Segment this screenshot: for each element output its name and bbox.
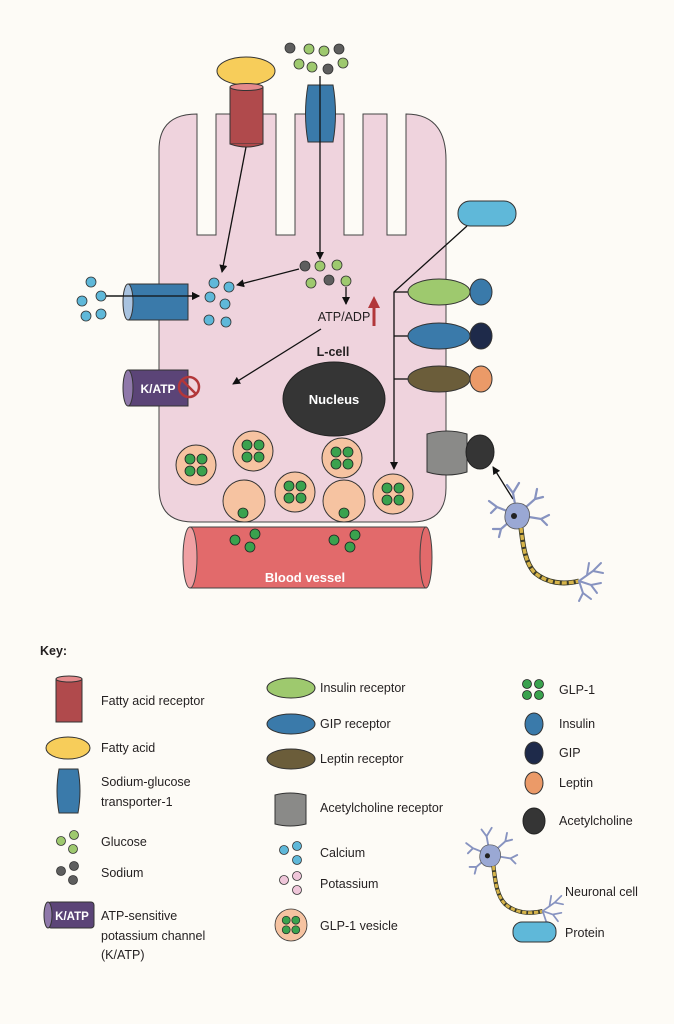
- key-label: Leptin: [559, 776, 593, 790]
- key-calcium-icon: [279, 841, 302, 865]
- key-label: GIP: [559, 746, 581, 760]
- key-label: GLP-1: [559, 683, 595, 697]
- key-label: Fatty acid: [101, 741, 155, 755]
- key-label: potassium channel: [101, 929, 205, 943]
- insulin: [469, 278, 493, 306]
- key-potassium-icon: [279, 871, 302, 895]
- key-fatty-acid-icon: [45, 736, 91, 760]
- gip: [469, 322, 493, 350]
- calcium-inside: [203, 277, 235, 328]
- blocked-icon: [177, 375, 201, 399]
- calcium-outside: [76, 276, 107, 322]
- acetylcholine-receptor: [426, 430, 468, 476]
- key-label: GIP receptor: [320, 717, 391, 731]
- insulin-receptor: [407, 278, 471, 306]
- blood-vessel-label: Blood vessel: [265, 570, 345, 585]
- leptin-receptor: [407, 365, 471, 393]
- glp1-vesicle-releasing: [222, 479, 366, 523]
- key-glp1-vesicle-icon: [274, 908, 308, 942]
- blood-vessel: Blood vessel: [182, 526, 433, 589]
- glp1-vesicles: [175, 430, 414, 523]
- protein: [457, 200, 517, 227]
- key-leptin-icon: [524, 771, 544, 795]
- key-label: transporter-1: [101, 795, 173, 809]
- key-protein-icon: [512, 921, 557, 943]
- acetylcholine: [465, 434, 495, 470]
- key-acetylcholine-receptor-icon: [274, 792, 307, 827]
- key-katp-icon-text: K/ATP: [55, 911, 89, 923]
- key-title: Key:: [40, 644, 67, 658]
- key-label: Glucose: [101, 835, 147, 849]
- key-fatty-acid-receptor-icon: [55, 675, 83, 723]
- key-label: Acetylcholine: [559, 814, 633, 828]
- katp-label: K/ATP: [140, 382, 175, 396]
- key-label: (K/ATP): [101, 948, 145, 962]
- glp1-vesicle: [175, 444, 217, 486]
- key-label: Potassium: [320, 877, 378, 891]
- key-label: Sodium-glucose: [101, 775, 191, 789]
- key-label: ATP-sensitive: [101, 909, 177, 923]
- fatty-acid-receptor: [229, 83, 264, 148]
- key-label: Leptin receptor: [320, 752, 403, 766]
- glp1-vesicle: [232, 430, 274, 472]
- key-gip-receptor-icon: [266, 713, 316, 735]
- key-label: Protein: [565, 926, 605, 940]
- key-label: Insulin: [559, 717, 595, 731]
- glp1-vesicle: [321, 437, 363, 479]
- nucleus-label: Nucleus: [309, 392, 360, 407]
- calcium-channel: [122, 283, 189, 321]
- glp1-vesicle: [372, 473, 414, 515]
- key-label: Acetylcholine receptor: [320, 801, 443, 815]
- atp-adp-label: ATP/ADP: [318, 310, 371, 324]
- fatty-acid: [216, 56, 276, 86]
- glp1-in-blood: [229, 528, 361, 553]
- key-glucose-icon: [56, 830, 79, 854]
- key-label: Neuronal cell: [565, 885, 638, 899]
- increase-arrow-icon: [368, 296, 380, 326]
- key-label: GLP-1 vesicle: [320, 919, 398, 933]
- neuronal-cell: [489, 483, 603, 601]
- glp1-vesicle: [274, 471, 316, 513]
- key-acetylcholine-icon: [522, 807, 546, 835]
- key-katp-icon: K/ATP: [43, 901, 95, 929]
- key-insulin-icon: [524, 712, 544, 736]
- katp-channel: K/ATP: [122, 369, 189, 407]
- key-leptin-receptor-icon: [266, 748, 316, 770]
- glucose-sodium-outside: [284, 42, 349, 75]
- key-sglt1-icon: [56, 768, 81, 814]
- key-insulin-receptor-icon: [266, 677, 316, 699]
- nucleus: [282, 361, 386, 437]
- glucose-sodium-inside: [299, 259, 352, 289]
- key-gip-icon: [524, 741, 544, 765]
- cell-label: L-cell: [317, 345, 350, 359]
- key-legend: Key: Fatty acid receptor Fatty acid Sodi…: [40, 644, 638, 962]
- key-sodium-icon: [56, 861, 79, 885]
- key-label: Sodium: [101, 866, 143, 880]
- leptin: [469, 365, 493, 393]
- gip-receptor: [407, 322, 471, 350]
- key-neuronal-cell-icon: [466, 828, 563, 928]
- key-glp1-icon: [522, 679, 544, 700]
- key-label: Calcium: [320, 846, 365, 860]
- key-label: Insulin receptor: [320, 681, 405, 695]
- key-label: Fatty acid receptor: [101, 694, 205, 708]
